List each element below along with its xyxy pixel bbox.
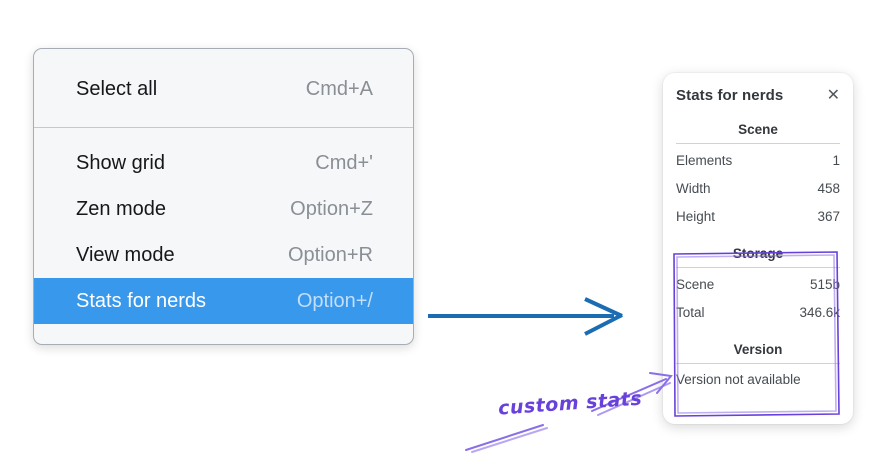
menu-item-shortcut: Option+/ — [296, 289, 373, 312]
section-version: Version Version not available — [676, 342, 840, 393]
menu-item-zen-mode[interactable]: Zen mode Option+Z — [34, 186, 413, 232]
menu-item-label: Stats for nerds — [76, 289, 207, 312]
menu-item-stats-for-nerds[interactable]: Stats for nerds Option+/ — [34, 278, 413, 324]
menu-group-bottom: Show grid Cmd+' Zen mode Option+Z View m… — [34, 128, 413, 338]
menu-group-top: Select all Cmd+A — [34, 49, 413, 127]
menu-item-shortcut: Cmd+A — [305, 77, 373, 100]
menu-item-label: Select all — [76, 77, 158, 100]
stat-label: Scene — [676, 277, 715, 292]
section-heading-storage: Storage — [732, 246, 784, 261]
stat-label: Height — [676, 209, 716, 224]
section-scene: Scene Elements 1 Width 458 Height 367 — [676, 122, 840, 231]
context-menu: Select all Cmd+A Show grid Cmd+' Zen mod… — [33, 48, 414, 345]
menu-item-label: Show grid — [76, 151, 165, 174]
stat-value: 515b — [809, 277, 840, 292]
annotation-label: custom stats — [497, 387, 643, 420]
menu-item-label: View mode — [76, 243, 175, 266]
close-icon: ✕ — [826, 86, 840, 104]
menu-item-select-all[interactable]: Select all Cmd+A — [34, 66, 413, 112]
menu-divider — [34, 127, 413, 128]
section-storage: Storage Scene 515b Total 346.6k — [676, 246, 840, 327]
stat-row-height: Height 367 — [676, 203, 840, 231]
blue-arrow — [428, 297, 623, 336]
stat-value: 367 — [817, 209, 840, 224]
version-note: Version not available — [676, 372, 801, 387]
menu-item-shortcut: Cmd+' — [315, 151, 373, 174]
section-heading-scene: Scene — [738, 122, 778, 137]
menu-item-label: Zen mode — [76, 197, 167, 220]
stat-value: 346.6k — [799, 305, 840, 320]
section-divider — [676, 143, 840, 144]
section-divider — [676, 267, 840, 268]
stat-row-total-storage: Total 346.6k — [676, 299, 840, 327]
stat-label: Elements — [676, 153, 733, 168]
menu-item-shortcut: Option+Z — [290, 197, 373, 220]
stats-panel: Stats for nerds ✕ Scene Elements 1 Width… — [663, 73, 853, 424]
stat-row-elements: Elements 1 — [676, 147, 840, 175]
stat-value: 458 — [817, 181, 840, 196]
stat-row-scene-storage: Scene 515b — [676, 271, 840, 299]
stat-row-width: Width 458 — [676, 175, 840, 203]
stat-label: Width — [676, 181, 711, 196]
menu-item-show-grid[interactable]: Show grid Cmd+' — [34, 140, 413, 186]
close-button[interactable]: ✕ — [826, 86, 840, 104]
menu-item-shortcut: Option+R — [287, 243, 373, 266]
stats-panel-title: Stats for nerds — [676, 87, 784, 104]
stats-panel-header: Stats for nerds ✕ — [676, 87, 840, 104]
section-divider — [676, 363, 840, 364]
stat-label: Total — [676, 305, 705, 320]
section-heading-version: Version — [733, 342, 783, 357]
annotation-underline — [465, 424, 548, 453]
menu-item-view-mode[interactable]: View mode Option+R — [34, 232, 413, 278]
stat-value: 1 — [832, 153, 840, 168]
